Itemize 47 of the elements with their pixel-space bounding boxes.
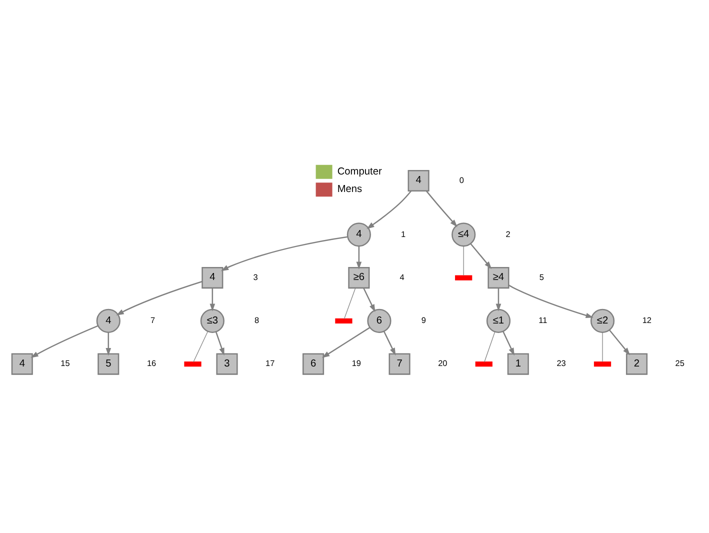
arrow	[383, 330, 396, 356]
connector	[463, 245, 464, 276]
arrow	[210, 288, 216, 311]
node-box: 1	[507, 352, 529, 374]
connector	[602, 332, 603, 362]
arrow	[106, 332, 112, 356]
arrow	[356, 246, 362, 269]
node-box: 3	[216, 352, 238, 374]
node-box: 4	[202, 266, 224, 288]
arrow	[508, 284, 594, 318]
node-box: 6	[302, 352, 324, 374]
arrow	[426, 190, 458, 227]
arrow	[30, 324, 98, 358]
node-circle: ≤1	[486, 308, 511, 332]
node-circle: ≤3	[200, 308, 224, 332]
arrow	[363, 287, 376, 312]
node-box: 4	[11, 352, 33, 374]
node-bar	[184, 361, 202, 366]
arrow	[502, 330, 514, 356]
node-box: ≥6	[348, 266, 370, 288]
node-bar	[475, 361, 492, 366]
node-box: 7	[388, 352, 410, 374]
node-bar	[335, 318, 352, 323]
node-box: 4	[408, 169, 430, 192]
node-box: 2	[626, 352, 648, 374]
node-circle: 6	[367, 308, 392, 332]
legend-label: Computer	[337, 166, 382, 177]
node-circle: ≤2	[590, 308, 615, 332]
arrow	[366, 190, 412, 228]
node-circle: 4	[346, 222, 371, 246]
arrow	[116, 280, 202, 315]
node-circle: ≤4	[452, 222, 476, 246]
arrow	[496, 288, 502, 311]
node-bar	[594, 361, 612, 366]
node-box: 5	[98, 352, 120, 374]
arrow	[608, 329, 630, 355]
arrow	[220, 236, 348, 271]
connector	[484, 331, 496, 362]
arrow	[322, 326, 370, 358]
connector	[344, 287, 356, 319]
legend-label: Mens	[337, 184, 362, 195]
connector	[193, 330, 208, 362]
node-circle: 4	[96, 308, 120, 332]
node-box: ≥4	[488, 266, 510, 288]
arrow	[470, 242, 492, 268]
node-bar	[455, 274, 472, 280]
arrow	[215, 331, 224, 356]
